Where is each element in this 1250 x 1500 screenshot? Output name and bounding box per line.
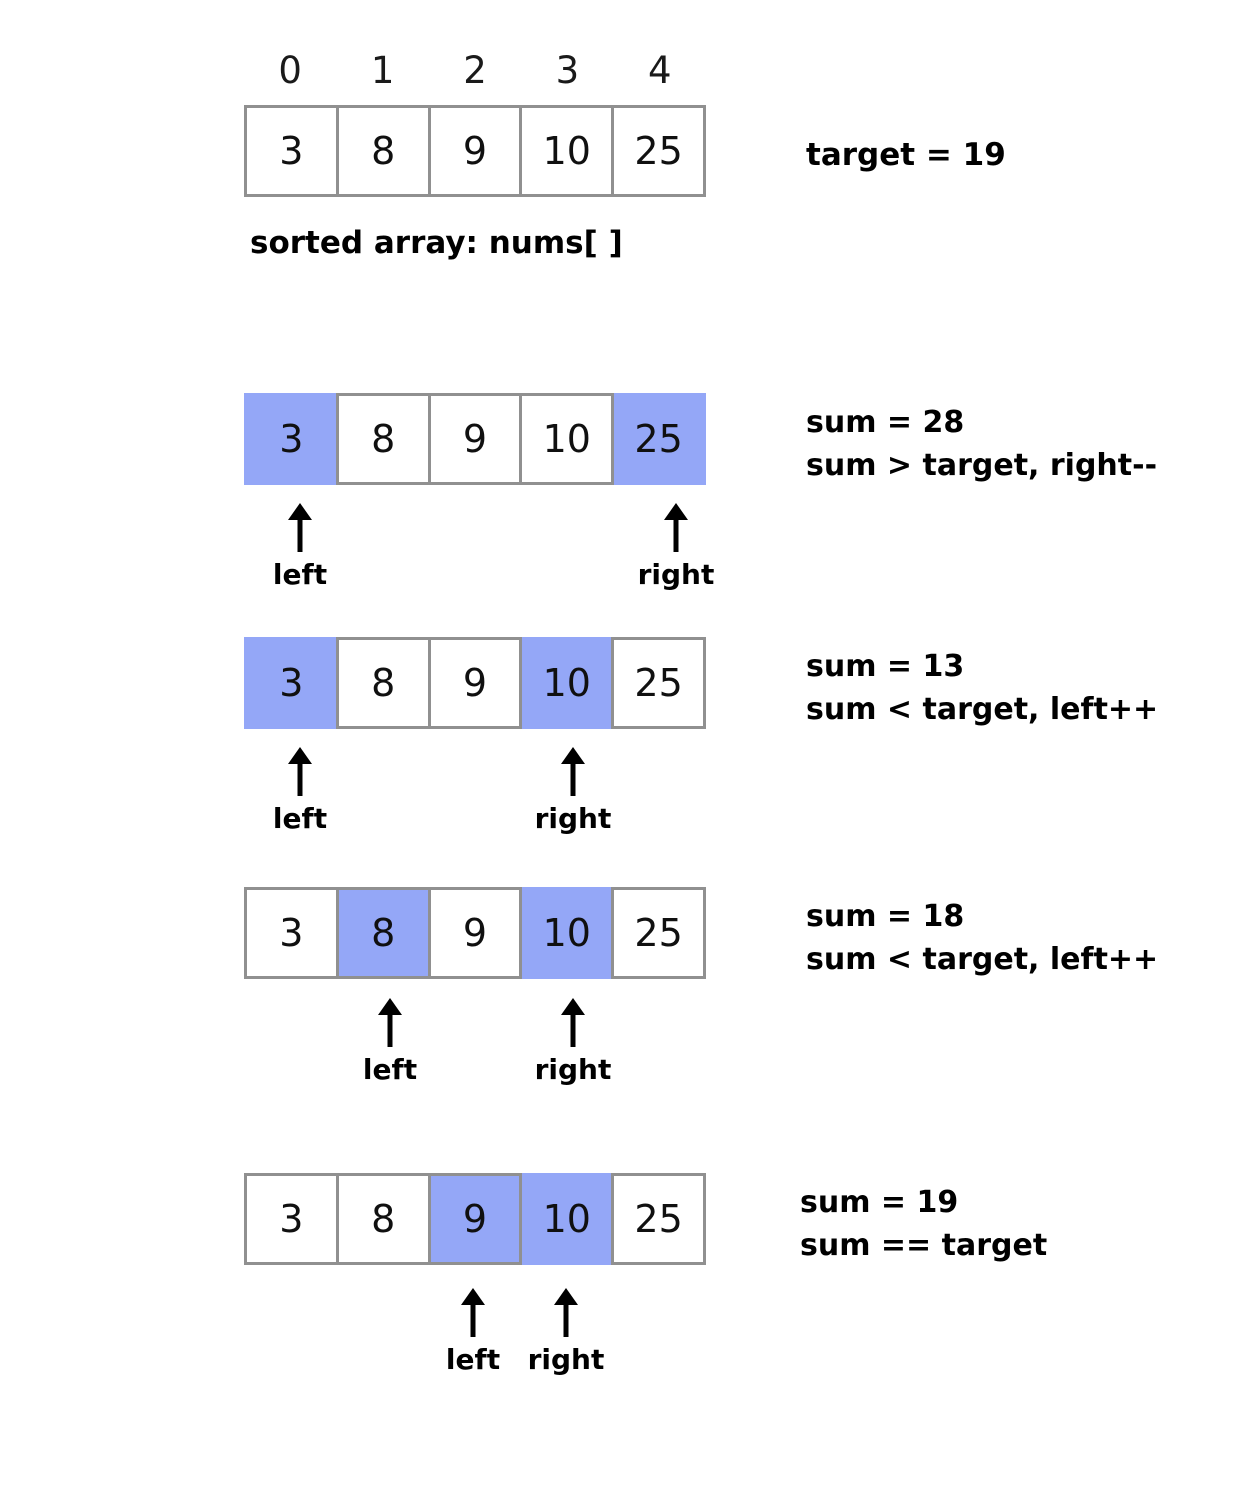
step-4-cell-3: 10: [519, 1173, 615, 1265]
index-label-1: 1: [370, 49, 395, 92]
up-arrow-icon: [561, 998, 585, 1047]
step-3-right-label: right: [534, 1053, 612, 1086]
step-2-note-line-2: sum < target, left++: [806, 691, 1159, 727]
step-1-right-label: right: [637, 558, 715, 591]
array-cell-0: 3: [244, 105, 339, 197]
index-label-row: 0 1 2 3 4: [244, 52, 706, 89]
step-1-cell-3: 10: [519, 393, 615, 485]
step-1-cell-4: 25: [611, 393, 706, 485]
step-3-note-line-2: sum < target, left++: [806, 941, 1159, 977]
step-3-cell-1: 8: [335, 887, 431, 979]
step-1-cell-2: 9: [427, 393, 523, 485]
array-caption: sorted array: nums[ ]: [250, 225, 623, 261]
index-label-4: 4: [648, 49, 672, 92]
step-1-left-label: left: [272, 558, 328, 591]
step-2-note: sum = 13 sum < target, left++: [806, 646, 1158, 731]
step-2-array-row: 3 8 9 10 25: [244, 637, 706, 729]
step-3-cell-0: 3: [244, 887, 339, 979]
step-1-note-line-2: sum > target, right--: [806, 447, 1158, 483]
step-2-cell-0: 3: [244, 637, 339, 729]
step-4-right-label: right: [527, 1343, 605, 1376]
up-arrow-icon: [288, 747, 312, 796]
step-2-note-line-1: sum = 13: [806, 649, 965, 684]
step-1-right-pointer: right: [621, 503, 731, 589]
index-label-2: 2: [463, 49, 487, 92]
step-4-array-row: 3 8 9 10 25: [244, 1173, 706, 1265]
step-4-left-label: left: [445, 1343, 501, 1376]
array-cell-1: 8: [335, 105, 431, 197]
step-3-left-pointer: left: [335, 998, 445, 1084]
step-3-right-pointer: right: [518, 998, 628, 1084]
step-1-left-pointer: left: [245, 503, 355, 589]
step-3-cell-2: 9: [427, 887, 523, 979]
step-2-cell-2: 9: [427, 637, 523, 729]
step-4-right-pointer: right: [511, 1288, 621, 1374]
step-4-cell-1: 8: [335, 1173, 431, 1265]
step-2-left-label: left: [272, 802, 328, 835]
index-label-0: 0: [278, 49, 302, 92]
step-1-cell-1: 8: [335, 393, 431, 485]
step-4-note-line-1: sum = 19: [800, 1185, 959, 1220]
step-1-note: sum = 28 sum > target, right--: [806, 402, 1157, 487]
step-3-note-line-1: sum = 18: [806, 899, 965, 934]
step-4-cell-4: 25: [611, 1173, 706, 1265]
step-2-right-pointer: right: [518, 747, 628, 833]
array-cell-4: 25: [611, 105, 706, 197]
step-3-left-label: left: [362, 1053, 418, 1086]
up-arrow-icon: [554, 1288, 578, 1337]
step-3-note: sum = 18 sum < target, left++: [806, 896, 1158, 981]
array-cell-2: 9: [427, 105, 523, 197]
base-array-row: 3 8 9 10 25: [244, 105, 706, 197]
up-arrow-icon: [288, 503, 312, 552]
step-1-cell-0: 3: [244, 393, 339, 485]
step-3-cell-4: 25: [611, 887, 706, 979]
step-2-left-pointer: left: [245, 747, 355, 833]
step-4-note: sum = 19 sum == target: [800, 1182, 1047, 1267]
step-1-array-row: 3 8 9 10 25: [244, 393, 706, 485]
step-2-cell-1: 8: [335, 637, 431, 729]
step-4-left-pointer: left: [418, 1288, 528, 1374]
up-arrow-icon: [664, 503, 688, 552]
up-arrow-icon: [461, 1288, 485, 1337]
step-3-array-row: 3 8 9 10 25: [244, 887, 706, 979]
step-4-note-line-2: sum == target: [800, 1227, 1048, 1263]
target-label: target = 19: [806, 137, 1006, 173]
step-3-cell-3: 10: [519, 887, 615, 979]
up-arrow-icon: [561, 747, 585, 796]
step-2-right-label: right: [534, 802, 612, 835]
step-4-cell-2: 9: [427, 1173, 523, 1265]
step-2-cell-4: 25: [611, 637, 706, 729]
index-label-3: 3: [555, 49, 580, 92]
up-arrow-icon: [378, 998, 402, 1047]
array-cell-3: 10: [519, 105, 615, 197]
step-1-note-line-1: sum = 28: [806, 405, 965, 440]
step-4-cell-0: 3: [244, 1173, 339, 1265]
step-2-cell-3: 10: [519, 637, 615, 729]
